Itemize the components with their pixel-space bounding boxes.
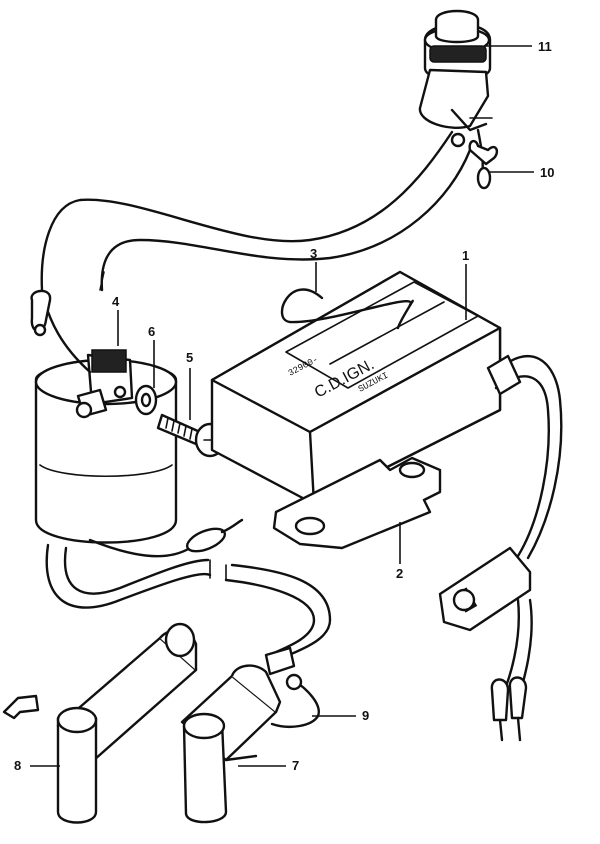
callout-4: 4 xyxy=(112,294,120,309)
callout-3: 3 xyxy=(310,246,317,261)
ring-terminal-10 xyxy=(468,128,499,190)
high-tension-lead-left xyxy=(45,543,212,609)
forward-arrow-icon xyxy=(2,694,40,720)
callout-11: 11 xyxy=(538,39,552,54)
mounting-plate xyxy=(272,456,442,550)
callout-2: 2 xyxy=(396,566,403,581)
switch-assembly xyxy=(418,9,493,148)
callout-10: 10 xyxy=(540,165,554,180)
callout-1: 1 xyxy=(462,248,469,263)
ignition-coil xyxy=(30,289,178,544)
high-tension-lead-right xyxy=(224,563,332,676)
cdi-wire-loop xyxy=(280,288,414,330)
callout-9: 9 xyxy=(362,708,369,723)
wire-harness xyxy=(40,130,472,292)
callout-8: 8 xyxy=(14,758,21,773)
callout-labels: 1 2 3 4 5 6 7 8 9 10 11 xyxy=(14,39,554,773)
spark-plug-cap-8 xyxy=(56,622,198,824)
cdi-unit: 32900- C.D.IGN. SUZUKI xyxy=(210,270,502,506)
callout-leaders xyxy=(30,45,534,767)
callout-5: 5 xyxy=(186,350,193,365)
callout-7: 7 xyxy=(292,758,299,773)
washer xyxy=(134,384,158,416)
cdi-side-harness xyxy=(438,354,563,742)
spark-plug-cap-7 xyxy=(180,664,282,824)
coil-primary-wire xyxy=(88,518,244,558)
callout-6: 6 xyxy=(148,324,155,339)
